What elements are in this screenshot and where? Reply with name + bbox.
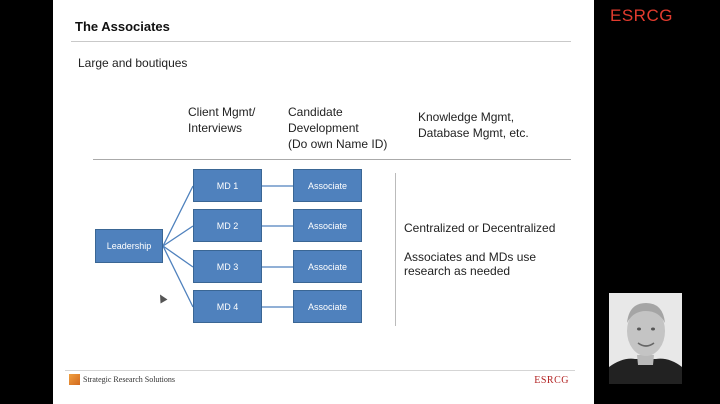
connector-leadership-md2 bbox=[162, 225, 194, 247]
associate-box-3: Associate bbox=[293, 250, 362, 283]
brand-logo: ESRCG bbox=[610, 6, 673, 25]
column-header-line: Client Mgmt/ bbox=[188, 105, 256, 119]
connector-leadership-md4 bbox=[162, 245, 194, 308]
title-divider bbox=[71, 41, 571, 42]
section-divider bbox=[395, 173, 396, 326]
column-header-line: Database Mgmt, etc. bbox=[418, 126, 529, 140]
slide-subtitle: Large and boutiques bbox=[78, 56, 188, 70]
connector-leadership-md3 bbox=[162, 245, 194, 268]
footer-divider bbox=[65, 370, 575, 371]
column-header-line: Candidate bbox=[288, 105, 343, 119]
column-header-line: Interviews bbox=[188, 121, 243, 135]
column-header-line: (Do own Name ID) bbox=[288, 137, 388, 151]
footer-company-name: Strategic Research Solutions bbox=[83, 375, 175, 384]
slide: The Associates Large and boutiques Clien… bbox=[53, 0, 594, 404]
presenter-portrait bbox=[609, 293, 682, 384]
column-header-knowledge-mgmt: Knowledge Mgmt, Database Mgmt, etc. bbox=[418, 109, 529, 141]
md-box-4: MD 4 bbox=[193, 290, 262, 323]
company-logo-icon bbox=[69, 374, 80, 385]
column-header-client-mgmt: Client Mgmt/ Interviews bbox=[188, 104, 255, 136]
note-research-line1: Associates and MDs use bbox=[404, 250, 537, 264]
md-box-3: MD 3 bbox=[193, 250, 262, 283]
md-box-1: MD 1 bbox=[193, 169, 262, 202]
column-header-line: Development bbox=[288, 121, 359, 135]
footer-brand: ESRCG bbox=[534, 375, 569, 386]
leadership-box: Leadership bbox=[95, 229, 163, 263]
header-divider bbox=[93, 159, 571, 160]
associate-box-1: Associate bbox=[293, 169, 362, 202]
column-header-candidate-development: Candidate Development (Do own Name ID) bbox=[288, 104, 387, 152]
note-centralized: Centralized or Decentralized bbox=[404, 221, 556, 235]
md-box-2: MD 2 bbox=[193, 209, 262, 242]
column-header-line: Knowledge Mgmt, bbox=[418, 110, 515, 124]
presenter-photo bbox=[609, 293, 682, 384]
connector-lines bbox=[162, 185, 293, 308]
note-research-line2: research as needed bbox=[404, 264, 511, 278]
slide-title: The Associates bbox=[75, 19, 170, 34]
associate-box-4: Associate bbox=[293, 290, 362, 323]
connector-leadership-md1 bbox=[162, 185, 194, 247]
associate-box-2: Associate bbox=[293, 209, 362, 242]
